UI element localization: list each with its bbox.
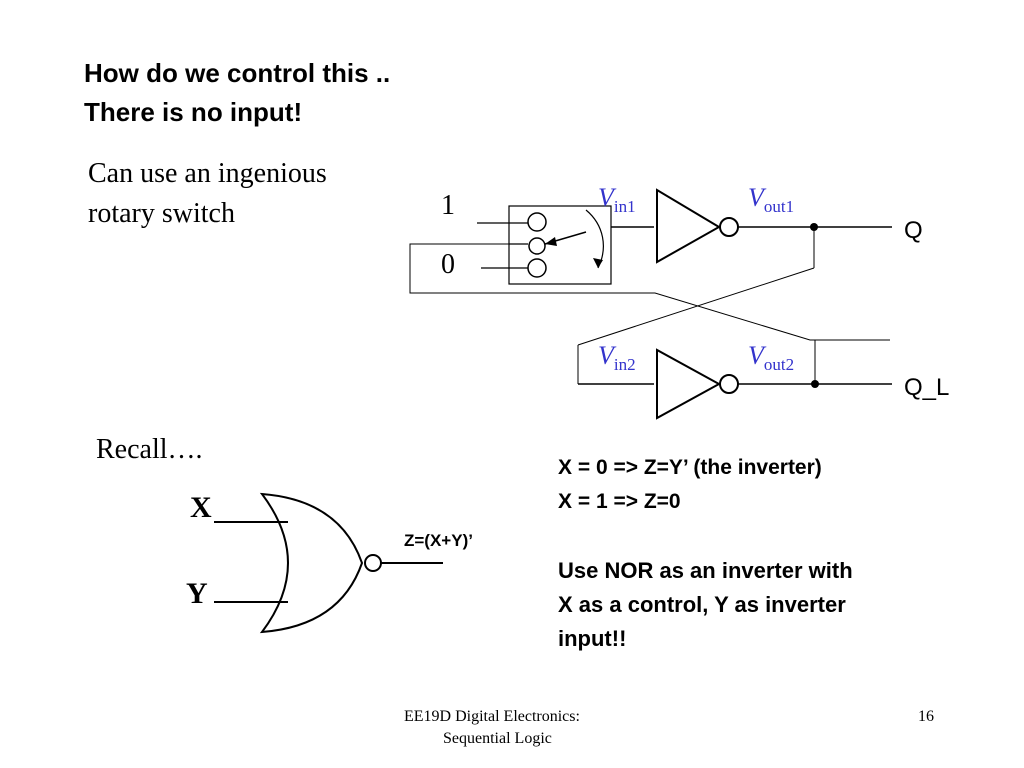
vin1-label: Vin1 [598, 183, 636, 216]
switch-contact-common [528, 237, 546, 255]
footer-course-line-1: EE19D Digital Electronics: [404, 708, 580, 725]
recall-text: Recall…. [96, 434, 203, 465]
switch-label-0: 0 [441, 249, 455, 280]
slide-title-line-2: There is no input! [84, 97, 303, 127]
vout1-label: Vout1 [748, 183, 794, 216]
nor-gate-bubble [364, 554, 382, 572]
subtitle-line-1: Can use an ingenious [88, 158, 327, 189]
page-number: 16 [918, 708, 934, 725]
feedback-wire [409, 243, 890, 341]
nor-output-label: Z=(X+Y)’ [404, 531, 473, 550]
nor-input-x-label: X [190, 491, 212, 524]
note-line-1: X = 0 => Z=Y’ (the inverter) [558, 456, 822, 479]
vin2-label: Vin2 [598, 341, 636, 374]
subtitle-line-2: rotary switch [88, 198, 235, 229]
note-line-5: input!! [558, 626, 627, 651]
output-q-label: Q [904, 217, 923, 244]
slide-title-line-1: How do we control this .. [84, 58, 391, 88]
nor-gate-body [259, 492, 364, 634]
junction-q [810, 223, 818, 231]
footer-course-line-2: Sequential Logic [443, 730, 552, 747]
note-line-4: X as a control, Y as inverter [558, 592, 846, 617]
rotary-switch-box [508, 205, 612, 285]
vout2-label: Vout2 [748, 341, 794, 374]
inverter-top [656, 188, 721, 264]
switch-contact-1 [527, 212, 547, 232]
inverter-bottom [656, 348, 722, 420]
note-line-3: Use NOR as an inverter with [558, 558, 853, 583]
output-ql-label: Q_L [904, 374, 949, 401]
junction-ql [811, 380, 819, 388]
note-line-2: X = 1 => Z=0 [558, 490, 681, 513]
switch-label-1: 1 [441, 190, 455, 221]
nor-input-y-label: Y [186, 577, 208, 610]
